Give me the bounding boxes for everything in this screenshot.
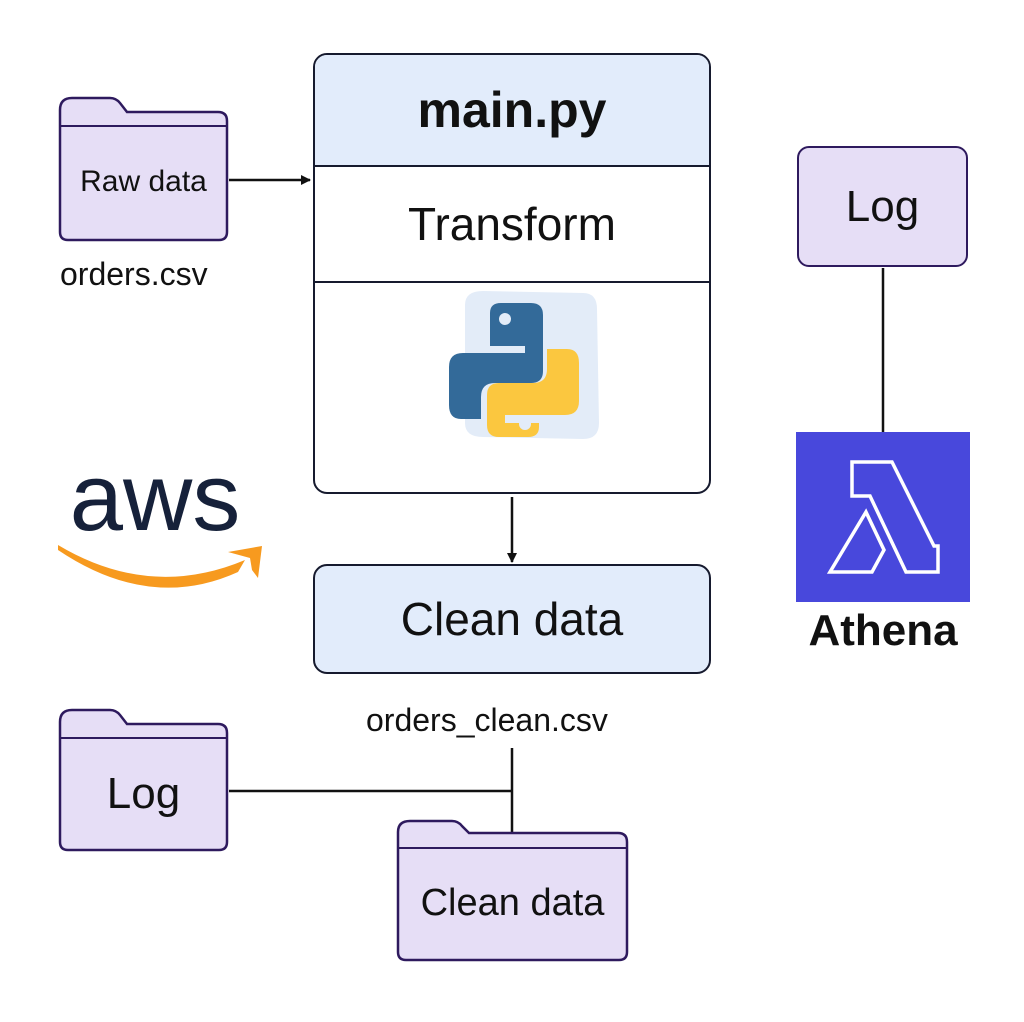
python-logo-area [315,283,709,492]
raw-data-caption: orders.csv [60,256,208,292]
lambda-icon [826,460,940,574]
athena-label: Athena [808,606,958,655]
aws-logo: aws [58,444,262,588]
raw-data-label: Raw data [80,165,207,198]
clean-data-caption: orders_clean.csv [366,702,608,738]
transform-step: Transform [315,167,709,283]
aws-smile-icon [58,545,245,588]
log-folder[interactable] [58,708,229,852]
aws-logo-text: aws [70,444,241,551]
main-py-title: main.py [315,55,709,167]
athena-tile[interactable] [796,432,970,602]
clean-folder-label: Clean data [420,881,605,924]
main-py-box[interactable]: main.py Transform [313,53,711,494]
clean-data-folder[interactable] [396,819,629,962]
log-box[interactable]: Log [797,146,968,267]
log-folder-label: Log [106,769,181,818]
clean-data-box[interactable]: Clean data [313,564,711,674]
python-logo-icon [449,291,599,439]
raw-data-folder[interactable] [58,96,229,242]
